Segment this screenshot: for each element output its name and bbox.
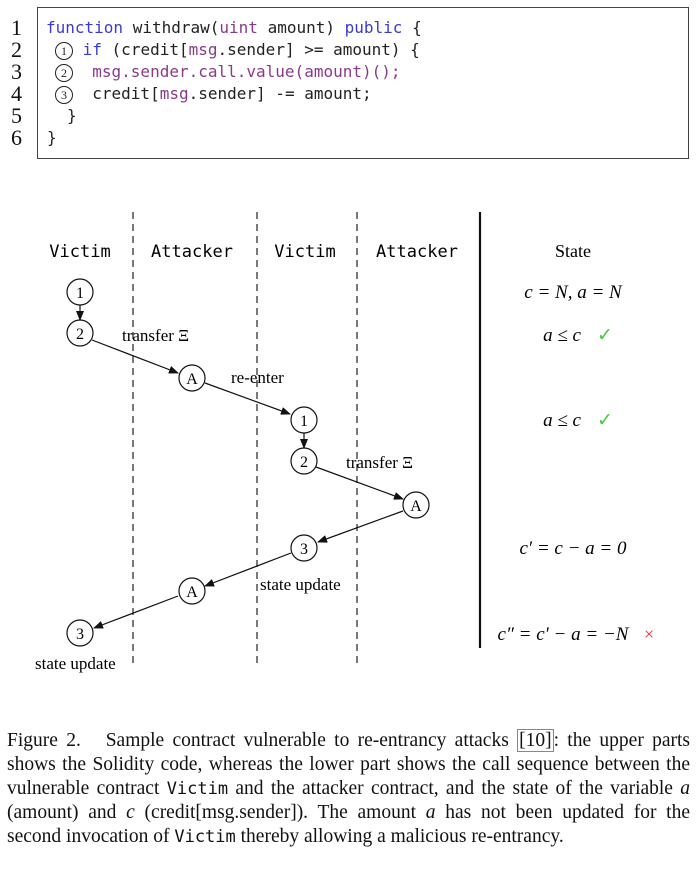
code-token: .sender] >= amount) { (217, 40, 420, 59)
node-victim-step-3: 3 (66, 619, 94, 647)
node-label: 1 (76, 285, 84, 302)
sequence-diagram: Victim Attacker Victim Attacker State 1 … (35, 212, 654, 673)
code-line-4: 3 credit[msg.sender] -= amount; (55, 83, 372, 105)
caption-text: : the upper parts shows the Solidity cod… (7, 730, 691, 799)
node-victim-step-3: 3 (290, 534, 318, 562)
caption-code: Victim (166, 779, 229, 799)
caption-text: has not been updated for the second invo… (7, 802, 691, 847)
type-token: msg (159, 84, 189, 103)
check-icon: ✓ (597, 410, 613, 431)
edge-label-reenter: re-enter (231, 368, 284, 387)
node-label: A (186, 371, 198, 388)
code-line-1: function withdraw(uint amount) public { (46, 17, 422, 39)
node-victim-step-1: 1 (290, 406, 318, 434)
column-header-victim: Victim (274, 242, 335, 262)
keyword: public (344, 18, 403, 37)
caption-text: and the attacker contract, and the state… (228, 778, 681, 799)
code-listing (37, 7, 689, 159)
node-label: 2 (76, 326, 84, 343)
node-label: A (186, 584, 198, 601)
arrow (317, 510, 404, 543)
step-circle: 3 (55, 85, 73, 104)
line-number: 5 (11, 103, 22, 128)
arrow (204, 552, 292, 587)
type-token: uint (219, 18, 258, 37)
node-label: 3 (76, 626, 84, 643)
caption-var: a (680, 778, 691, 799)
state-initial: c = N, a = N (524, 282, 623, 303)
arrow (93, 595, 179, 629)
node-label: 2 (300, 454, 308, 471)
node-label: A (410, 498, 422, 515)
state-update-negative: c″ = c′ − a = −N (498, 624, 630, 645)
code-token: withdraw( (132, 18, 220, 37)
edge-label-state-update: state update (260, 575, 341, 594)
step-circle: 1 (55, 41, 73, 60)
code-token: amount) (267, 18, 345, 37)
keyword: function (46, 18, 124, 37)
line-number: 6 (11, 125, 22, 150)
node-attacker: A (178, 364, 206, 392)
code-token: { (412, 18, 422, 37)
edge-label-transfer: transfer Ξ (346, 453, 413, 472)
caption-text: (credit[msg.sender]). The amount (134, 802, 426, 823)
state-check: a ≤ c (543, 325, 581, 346)
code-line-6: } (47, 128, 57, 147)
column-header-attacker: Attacker (376, 242, 458, 262)
arrow (204, 382, 291, 415)
line-number: 3 (11, 59, 22, 84)
code-token: credit[ (92, 84, 160, 103)
caption-text: (amount) and (7, 802, 127, 823)
edge-label-state-update: state update (35, 654, 116, 673)
state-header: State (555, 241, 591, 261)
node-label: 3 (300, 541, 308, 558)
state-update-zero: c′ = c − a = 0 (520, 538, 627, 559)
node-attacker: A (178, 577, 206, 605)
step-circle: 2 (55, 63, 73, 82)
caption-var: c (126, 802, 135, 823)
caption-var: a (425, 802, 436, 823)
state-check: a ≤ c (543, 410, 581, 431)
code-token: (credit[ (111, 40, 189, 59)
node-victim-step-2: 2 (290, 447, 318, 475)
caption-text: Sample contract vulnerable to re-entranc… (105, 730, 518, 751)
column-header-attacker: Attacker (151, 242, 233, 262)
citation-link[interactable]: [10] (517, 729, 554, 752)
code-token: .sender] -= amount; (188, 84, 372, 103)
cross-icon: × (644, 624, 654, 644)
arrow (315, 466, 404, 500)
line-number: 4 (11, 81, 22, 106)
keyword: if (82, 40, 102, 59)
figure-caption: Figure 2. Sample contract vulnerable to … (7, 729, 690, 849)
type-token: msg (188, 40, 218, 59)
figure-label: Figure 2. (7, 730, 81, 751)
caption-text: thereby allowing a malicious re-entrancy… (235, 826, 564, 847)
arrow (91, 339, 179, 374)
code-token: msg.sender.call.value(amount)(); (92, 62, 401, 81)
line-number: 1 (11, 15, 22, 40)
node-label: 1 (300, 413, 308, 430)
code-line-2: 1 if (credit[msg.sender] >= amount) { (55, 39, 420, 61)
node-victim-step-2: 2 (66, 319, 94, 347)
node-attacker: A (402, 491, 430, 519)
code-line-5: } (67, 106, 77, 125)
column-header-victim: Victim (49, 242, 110, 262)
code-line-3: 2 msg.sender.call.value(amount)(); (55, 61, 401, 83)
caption-code: Victim (174, 827, 236, 847)
line-number: 2 (11, 37, 22, 62)
edge-label-transfer: transfer Ξ (122, 326, 189, 345)
check-icon: ✓ (597, 325, 613, 346)
node-victim-step-1: 1 (66, 278, 94, 306)
